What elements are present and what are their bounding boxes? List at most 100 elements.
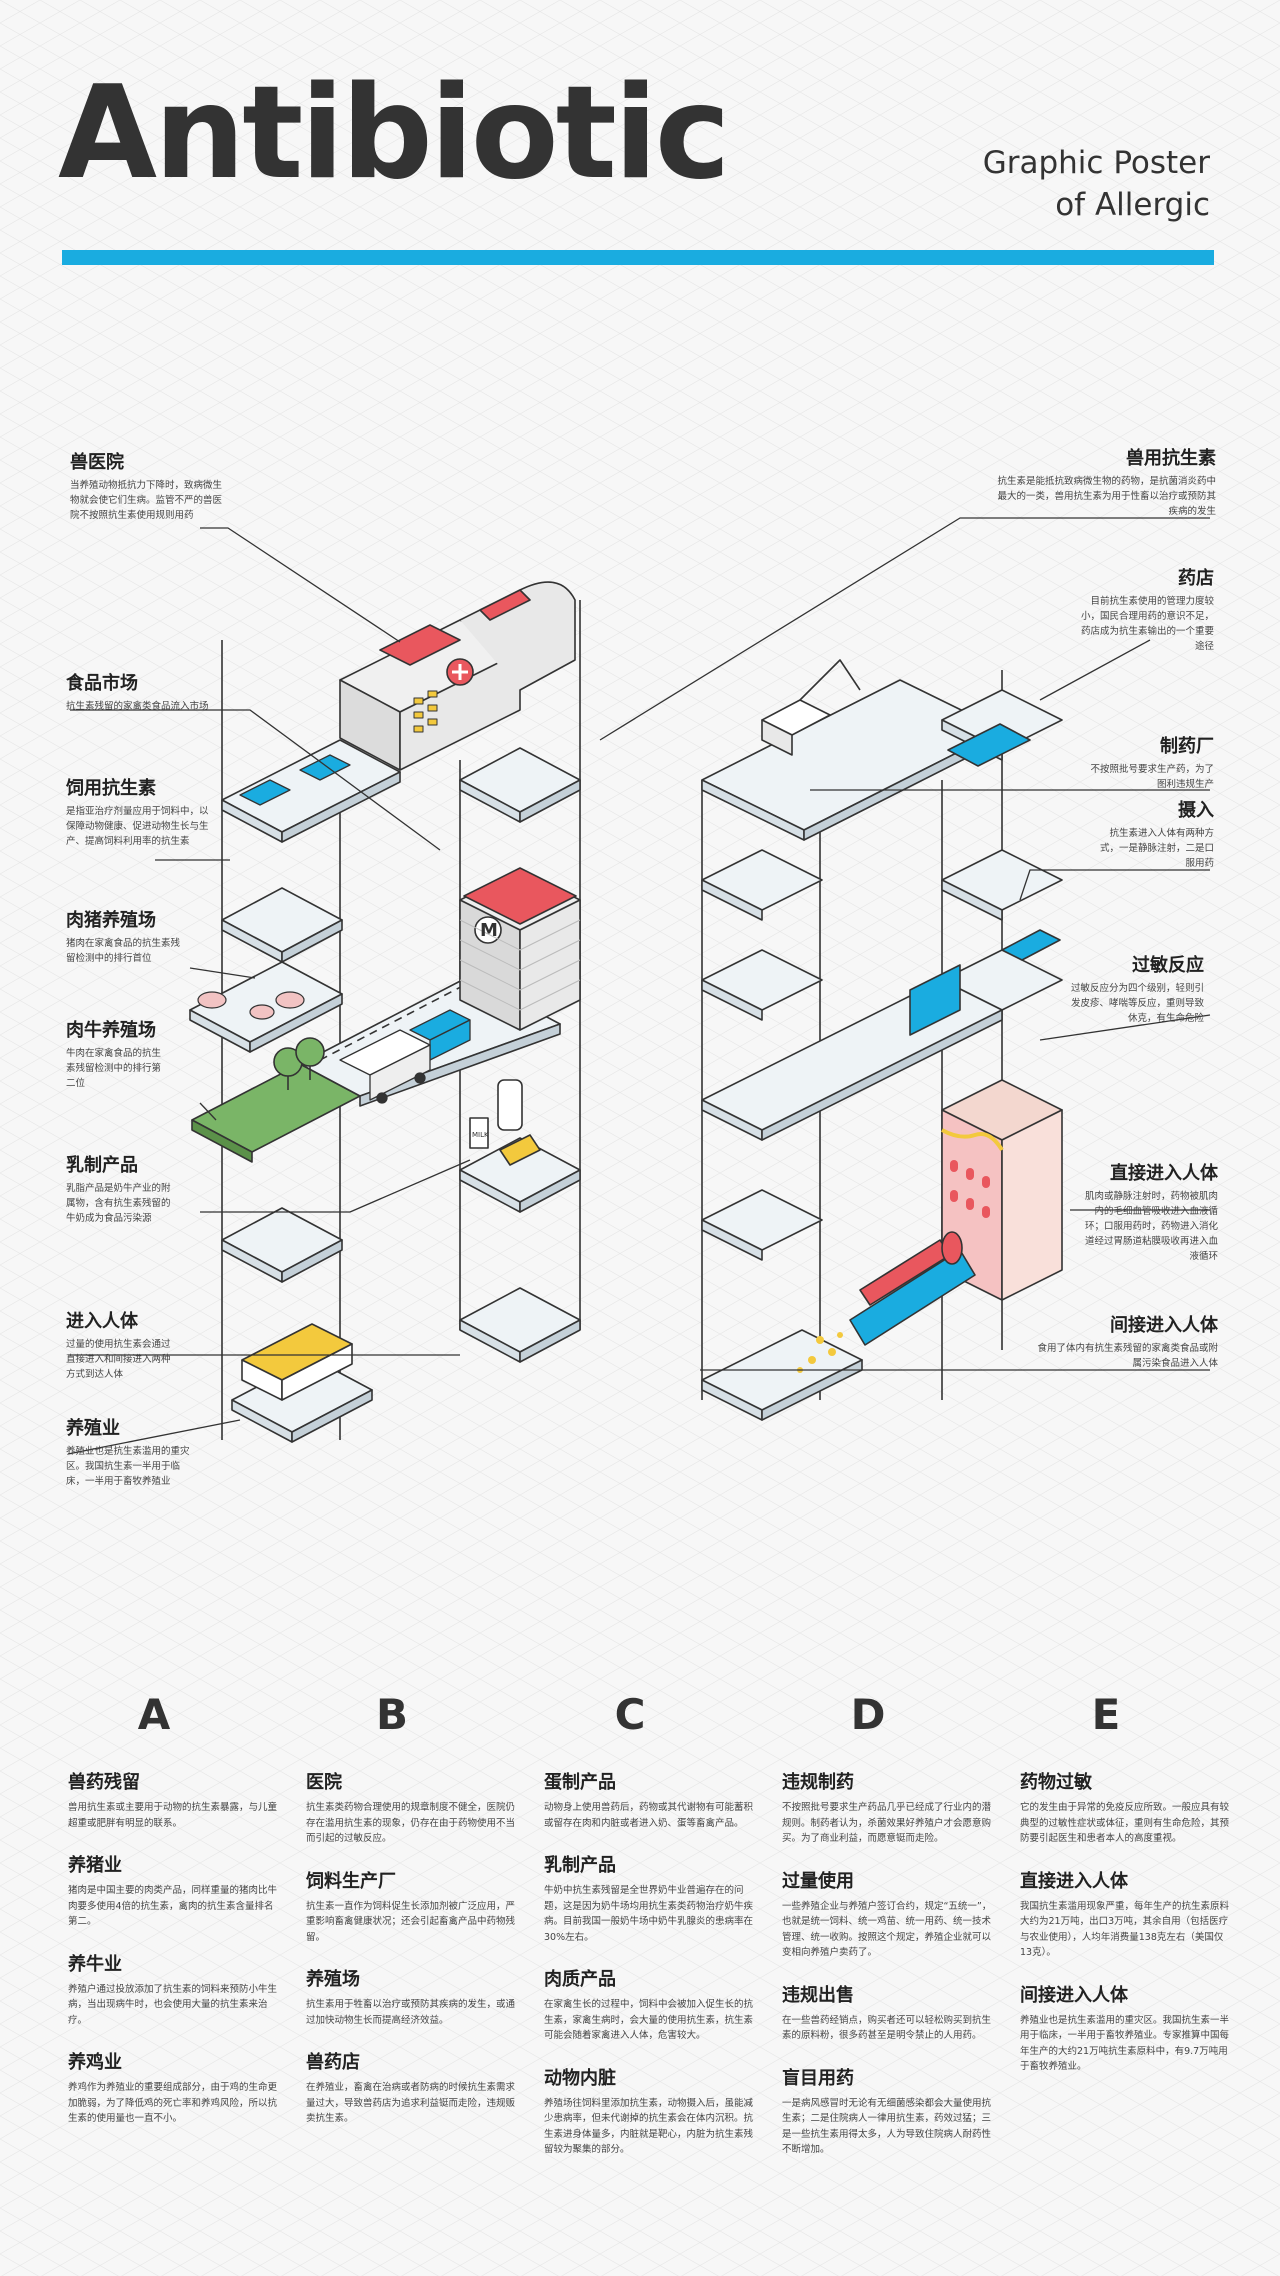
entry-text: 在养殖业，畜禽在治病或者防病的时候抗生素需求量过大，导致兽药店为追求利益铤而走险…: [306, 2082, 516, 2124]
page-subtitle: Graphic Poster of Allergic: [983, 142, 1210, 226]
entry: 违规制药 不按照批号要求生产药品几乎已经成了行业内的潜规则。制药者认为，杀菌效果…: [782, 1772, 992, 1847]
entry-title: 动物内脏: [544, 2067, 616, 2089]
label-text: 乳脂产品是奶牛产业的附属物，含有抗生素残留的牛奶成为食品污染源: [66, 1183, 171, 1224]
trees: [273, 1037, 325, 1090]
entry: 兽药店 在养殖业，畜禽在治病或者防病的时候抗生素需求量过大，导致兽药店为追求利益…: [306, 2052, 516, 2127]
subtitle-line-2: of Allergic: [1055, 187, 1210, 223]
column-letter-e: E: [1091, 1690, 1121, 1739]
label-title: 直接进入人体: [1110, 1163, 1218, 1184]
label-title: 兽医院: [70, 452, 124, 473]
column-a: 兽药残留 兽用抗生素或主要用于动物的抗生素暴露，与儿童超重或肥胖有明显的联系。 …: [68, 1772, 278, 2151]
page-title: Antibiotic: [58, 59, 731, 208]
entry-text: 养殖场往饲料里添加抗生素，动物摄入后，虽能减少患病率，但未代谢掉的抗生素会在体内…: [544, 2097, 754, 2156]
entry: 盲目用药 一是病风感冒时无论有无细菌感染都会大量使用抗生素；二是住院病人一律用抗…: [782, 2068, 992, 2158]
pharma-machine: [761, 659, 1031, 767]
entry-title: 养鸡业: [68, 2052, 122, 2073]
label-text: 当养殖动物抵抗力下降时，致病微生物就会使它们生病。监管不严的兽医院不按照抗生素使…: [70, 480, 223, 521]
label-allergy: 过敏反应 过敏反应分为四个级别，轻则引发皮疹、哮喘等反应，重则导致休克，有生命危…: [1070, 955, 1204, 1026]
entry: 违规出售 在一些兽药经销点，购买者还可以轻松购买到抗生素的原料粉，很多药甚至是明…: [782, 1985, 992, 2044]
entry-text: 一些养殖企业与养殖户签订合约，规定“五统一”，也就是统一饲料、统一鸡苗、统一用药…: [782, 1900, 992, 1959]
m-tower-building: [459, 867, 581, 1031]
entry-text: 我国抗生素滥用现象严重，每年生产的抗生素原料大约为21万吨，出口3万吨，其余自用…: [1020, 1900, 1230, 1959]
column-letter-a: A: [137, 1690, 171, 1739]
entry: 肉质产品 在家禽生长的过程中，饲料中会被加入促生长的抗生素，家禽生病时，会大量的…: [544, 1969, 754, 2044]
label-title: 肉猪养殖场: [66, 910, 156, 931]
label-title: 兽用抗生素: [1126, 448, 1216, 469]
entry: 蛋制产品 动物身上使用兽药后，药物或其代谢物有可能蓄积或留存在肉和内脏或者进入奶…: [544, 1772, 754, 1831]
label-title: 养殖业: [66, 1418, 120, 1439]
label-feed-antibiotic: 饲用抗生素 是指亚治疗剂量应用于饲料中，以保障动物健康、促进动物生长与生产、提高…: [66, 778, 216, 849]
isometric-illustration: MILK: [67, 517, 1211, 1455]
entry-text: 兽用抗生素或主要用于动物的抗生素暴露，与儿童超重或肥胖有明显的联系。: [68, 1802, 278, 1829]
entry-title: 饲料生产厂: [306, 1870, 396, 1892]
label-title: 肉牛养殖场: [66, 1020, 156, 1041]
entry-text: 牛奶中抗生素残留是全世界奶牛业普遍存在的问题，这是因为奶牛场均用抗生素类药物治疗…: [544, 1885, 754, 1943]
entry-text: 抗生素用于牲畜以治疗或预防其疾病的发生，或通过加快动物生长而提高经济效益。: [306, 1999, 516, 2026]
label-enter-body: 进入人体 过量的使用抗生素会通过直接进入和间接进入两种方式到达人体: [66, 1311, 176, 1382]
label-text: 肌肉或静脉注射时，药物被肌肉内的毛细血管吸收进入血液循环；口服用药时，药物进入消…: [1084, 1191, 1218, 1262]
entry-text: 在家禽生长的过程中，饲料中会被加入促生长的抗生素，家禽生病时，会大量的使用抗生素…: [544, 1999, 754, 2041]
m-tower-letter: M: [480, 920, 498, 941]
entry-title: 蛋制产品: [544, 1772, 616, 1793]
hospital-bed: [1001, 929, 1061, 961]
title-underline-bar: [62, 250, 1214, 265]
label-pig-farm: 肉猪养殖场 猪肉在家禽食品的抗生素残留检测中的排行首位: [66, 910, 186, 966]
label-text: 不按照批号要求生产药，为了图利违规生产: [1090, 764, 1214, 790]
entry-title: 肉质产品: [544, 1969, 616, 1990]
entry-text: 养殖户通过投放添加了抗生素的饲料来预防小牛生病，当出现病牛时，也会使用大量的抗生…: [68, 1983, 278, 2026]
entry: 过量使用 一些养殖企业与养殖户签订合约，规定“五统一”，也就是统一饲料、统一鸡苗…: [782, 1871, 992, 1961]
entry-text: 抗生素一直作为饲料促生长添加剂被广泛应用，严重影响畜禽健康状况；还会引起畜禽产品…: [306, 1900, 516, 1943]
label-text: 养殖业也是抗生素滥用的重灾区。我国抗生素一半用于临床，一半用于畜牧养殖业: [66, 1446, 190, 1487]
entry: 兽药残留 兽用抗生素或主要用于动物的抗生素暴露，与儿童超重或肥胖有明显的联系。: [68, 1772, 278, 1831]
column-e: 药物过敏 它的发生由于异常的免疫反应所致。一般应具有较典型的过敏性症状或体征，重…: [1020, 1772, 1230, 2099]
leader-lines: [67, 517, 1211, 1455]
label-text: 目前抗生素使用的管理力度较小，国民合理用药的意识不足，药店成为抗生素输出的一个重…: [1080, 596, 1214, 652]
label-text: 抗生素是能抵抗致病微生物的药物，是抗菌消炎药中最大的一类，兽用抗生素为用于性畜以…: [997, 476, 1216, 517]
label-vet-hospital: 兽医院 当养殖动物抵抗力下降时，致病微生物就会使它们生病。监管不严的兽医院不按照…: [70, 452, 230, 523]
entry: 药物过敏 它的发生由于异常的免疫反应所致。一般应具有较典型的过敏性症状或体征，重…: [1020, 1772, 1230, 1847]
entry-text: 动物身上使用兽药后，药物或其代谢物有可能蓄积或留存在肉和内脏或者进入奶、蛋等畜禽…: [544, 1802, 754, 1829]
entry-text: 它的发生由于异常的免疫反应所致。一般应具有较典型的过敏性症状或体征，重则有生命危…: [1020, 1802, 1230, 1844]
entry: 养殖场 抗生素用于牲畜以治疗或预防其疾病的发生，或通过加快动物生长而提高经济效益…: [306, 1969, 516, 2028]
entry-title: 兽药残留: [68, 1772, 140, 1793]
entry-text: 不按照批号要求生产药品几乎已经成了行业内的潜规则。制药者认为，杀菌效果好养殖户才…: [782, 1802, 992, 1844]
entry-title: 间接进入人体: [1020, 1984, 1128, 2006]
label-text: 猪肉在家禽食品的抗生素残留检测中的排行首位: [66, 938, 181, 964]
entry-text: 一是病风感冒时无论有无细菌感染都会大量使用抗生素；二是住院病人一律用抗生素，药效…: [782, 2097, 992, 2156]
label-title: 乳制产品: [66, 1155, 138, 1176]
entry: 直接进入人体 我国抗生素滥用现象严重，每年生产的抗生素原料大约为21万吨，出口3…: [1020, 1871, 1230, 1961]
label-food-market: 食品市场 抗生素残留的家禽类食品流入市场: [66, 673, 231, 714]
entry-text: 抗生素类药物合理使用的规章制度不健全，医院仍存在滥用抗生素的现象，仍存在由于药物…: [306, 1802, 516, 1844]
entry-text: 养鸡作为养殖业的重要组成部分，由于鸡的生命更加脆弱，为了降低鸡的死亡率和养鸡风险…: [68, 2082, 278, 2124]
entry-title: 养殖场: [306, 1969, 360, 1990]
label-title: 饲用抗生素: [66, 778, 156, 799]
column-d: 违规制药 不按照批号要求生产药品几乎已经成了行业内的潜规则。制药者认为，杀菌效果…: [782, 1772, 992, 2182]
blood-vessel-tube: [797, 1231, 976, 1373]
entry-title: 过量使用: [782, 1870, 854, 1892]
entry-title: 兽药店: [306, 2052, 360, 2073]
label-pharma-factory: 制药厂 不按照批号要求生产药，为了图利违规生产: [1086, 736, 1214, 792]
entry-text: 在一些兽药经销点，购买者还可以轻松购买到抗生素的原料粉，很多药甚至是明令禁止的人…: [782, 2014, 992, 2042]
hospital-building: [339, 581, 576, 771]
label-vet-antibiotic: 兽用抗生素 抗生素是能抵抗致病微生物的药物，是抗菌消炎药中最大的一类，兽用抗生素…: [990, 448, 1216, 519]
label-title: 间接进入人体: [1110, 1315, 1218, 1336]
chicken-coop: [241, 1323, 353, 1401]
label-text: 抗生素残留的家禽类食品流入市场: [66, 701, 209, 712]
entry-title: 盲目用药: [782, 2067, 854, 2089]
entry: 饲料生产厂 抗生素一直作为饲料促生长添加剂被广泛应用，严重影响畜禽健康状况；还会…: [306, 1871, 516, 1946]
column-b: 医院 抗生素类药物合理使用的规章制度不健全，医院仍存在滥用抗生素的现象，仍存在由…: [306, 1772, 516, 2151]
label-text: 抗生素进入人体有两种方式，一是静脉注射，二是口服用药: [1100, 828, 1215, 869]
column-letter-c: C: [614, 1690, 646, 1739]
label-text: 牛肉在家禽食品的抗生素残留检测中的排行第二位: [66, 1048, 162, 1089]
entry: 养猪业 猪肉是中国主要的肉类产品，同样重量的猪肉比牛肉要多使用4倍的抗生素，禽肉…: [68, 1855, 278, 1930]
radiator: [909, 964, 961, 1036]
label-title: 过敏反应: [1132, 955, 1204, 976]
subtitle-line-1: Graphic Poster: [982, 145, 1210, 181]
label-text: 过敏反应分为四个级别，轻则引发皮疹、哮喘等反应，重则导致休克，有生命危险: [1070, 983, 1204, 1024]
entry-title: 违规制药: [782, 1772, 854, 1793]
label-text: 食用了体内有抗生素残留的家禽类食品或附属污染食品进入人体: [1037, 1343, 1218, 1369]
column-letter-b: B: [375, 1690, 408, 1739]
entry: 养牛业 养殖户通过投放添加了抗生素的饲料来预防小牛生病，当出现病牛时，也会使用大…: [68, 1954, 278, 2029]
milk-text: MILK: [472, 1131, 489, 1139]
entry-title: 药物过敏: [1020, 1772, 1092, 1793]
